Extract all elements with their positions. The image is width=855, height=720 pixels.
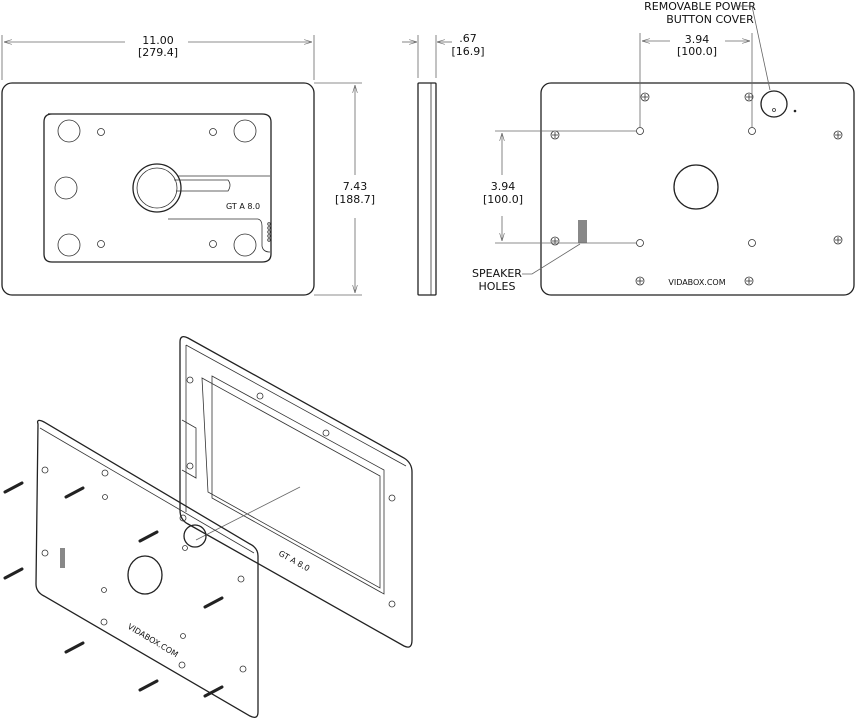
width-mm: [279.4] (138, 46, 178, 59)
v-spacing-inches: 3.94 (491, 180, 516, 193)
depth-mm: [16.9] (451, 45, 484, 58)
standoff-icons (636, 127, 756, 247)
back-plate: VIDABOX.COM (35, 419, 259, 718)
depth-inches: .67 (459, 32, 477, 45)
speaker-holes-icon (60, 548, 65, 568)
side-view: .67 [16.9] (402, 32, 485, 296)
height-inches: 7.43 (343, 180, 368, 193)
front-view: GT A 8.0 11.00 [279.4] 7.43 [188.7] (1, 34, 375, 296)
frame-model-label: GT A 8.0 (277, 549, 311, 573)
v-spacing-mm: [100.0] (483, 193, 523, 206)
screw-icons (550, 92, 843, 286)
width-inches: 11.00 (142, 34, 174, 47)
exploded-view: GT A 8.0 VIDABOX.COM (3, 336, 413, 718)
screw-icons (3, 481, 224, 698)
speaker-holes-icon (267, 222, 271, 242)
plate-brand-label: VIDABOX.COM (126, 622, 180, 659)
power-callout-line2: BUTTON COVER (666, 13, 754, 26)
speaker-callout-line2: HOLES (479, 280, 516, 293)
back-view: VIDABOX.COM 3.94 [100.0] 3.94 [100.0] RE… (472, 0, 855, 296)
plate-holes (41, 466, 247, 673)
h-spacing-inches: 3.94 (685, 33, 710, 46)
power-callout-line1: REMOVABLE POWER (644, 0, 756, 13)
speaker-holes-icon (578, 220, 587, 243)
model-label: GT A 8.0 (226, 202, 260, 211)
h-spacing-mm: [100.0] (677, 45, 717, 58)
power-button-cover (760, 90, 788, 118)
speaker-callout-line1: SPEAKER (472, 267, 522, 280)
brand-label: VIDABOX.COM (668, 278, 725, 287)
height-mm: [188.7] (335, 193, 375, 206)
